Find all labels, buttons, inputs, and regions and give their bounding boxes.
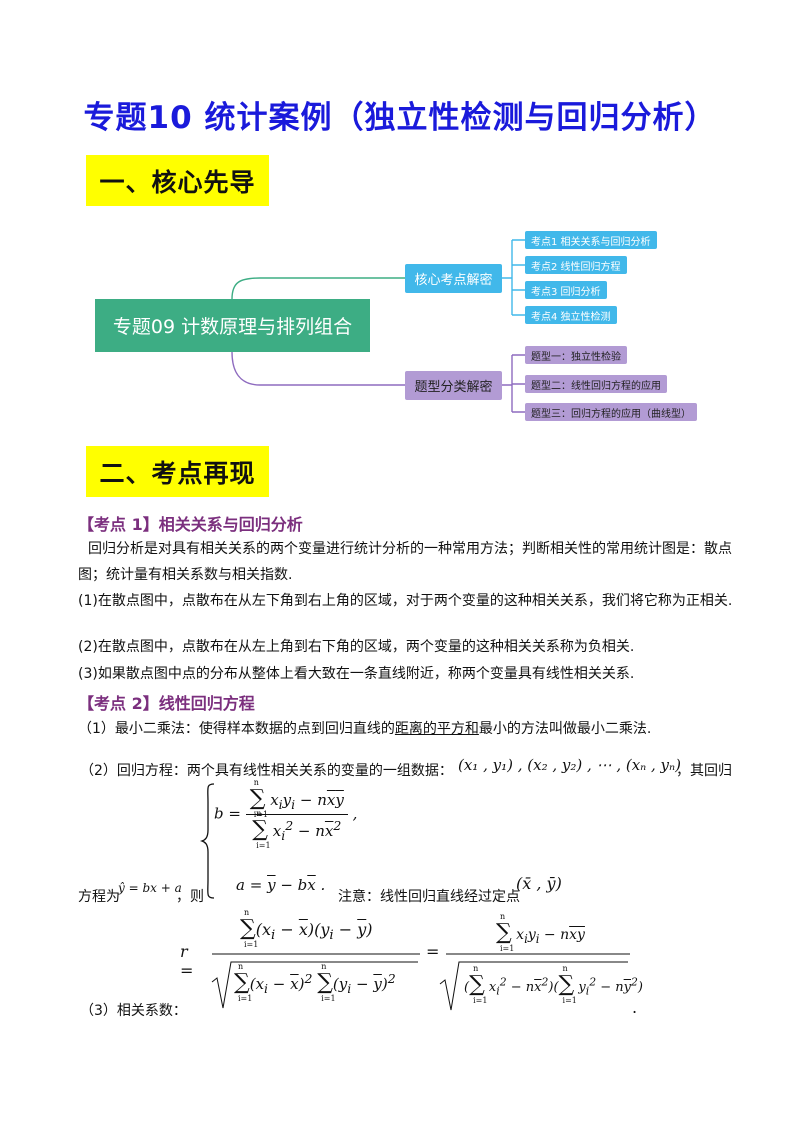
section-banner-core: 一、核心先导 (86, 155, 269, 206)
mindmap-leaf: 考点4 独立性检测 (525, 306, 617, 324)
correlation-fraction-lines (211, 953, 630, 1011)
intercept-formula: a = y − bx . (236, 876, 326, 894)
kp1-para-4: (3)如果散点图中点的分布从整体上看大致在一条直线附近，称两个变量具有线性相关关… (78, 666, 635, 682)
mindmap-leaf: 题型三：回归方程的应用（曲线型） (525, 403, 697, 421)
section-banner-recap: 二、考点再现 (86, 446, 269, 497)
mindmap-leaf: 题型一：独立性检验 (525, 346, 627, 364)
mindmap-leaf: 考点2 线性回归方程 (525, 256, 627, 274)
regression-equation: ŷ = bx + a (118, 881, 182, 895)
kp2-eq-label: 方程为 (78, 889, 120, 905)
kp2-para-3: （3）相关系数： (80, 1003, 187, 1019)
mindmap-leaf: 题型二：线性回归方程的应用 (525, 375, 667, 393)
kp2-para-2-intro: （2）回归方程：两个具有线性相关关系的变量的一组数据： (80, 763, 453, 779)
mindmap-leaf: 考点3 回归分析 (525, 281, 607, 299)
kp2-note: 注意：线性回归直线经过定点 (338, 889, 520, 905)
kp2-para-2-tail: ，其回归 (676, 763, 732, 779)
mindmap-branch-types: 题型分类解密 (405, 371, 502, 400)
kp2-para-1: （1）最小二乘法：使得样本数据的点到回归直线的距离的平方和最小的方法叫做最小二乘… (78, 721, 652, 737)
kp2-then: ，则 (176, 889, 204, 905)
kp1-para-3: (2)在散点图中，点散布在从左上角到右下角的区域，两个变量的这种相关关系称为负相… (78, 639, 635, 655)
kp1-para-1: 回归分析是对具有相关关系的两个变量进行统计分析的一种常用方法；判断相关性的常用统… (78, 541, 732, 583)
mindmap-leaf: 考点1 相关关系与回归分析 (525, 231, 657, 249)
page-title: 专题10 统计案例（独立性检测与回归分析） (83, 100, 717, 136)
brace-symbol (200, 783, 215, 899)
fixed-point-expression: (x̄ , ȳ) (516, 874, 562, 893)
data-points-expression: (x₁ , y₁) , (x₂ , y₂) , ⋯ , (xₙ , yₙ) (458, 756, 681, 774)
underlined-term: 距离的平方和 (394, 721, 479, 737)
kp2-heading: 【考点 2】线性回归方程 (78, 694, 255, 713)
mindmap-root: 专题09 计数原理与排列组合 (95, 299, 370, 352)
kp1-para-2: (1)在散点图中，点散布在从左下角到右上角的区域，对于两个变量的这种相关关系，我… (78, 593, 733, 609)
mindmap-branch-core: 核心考点解密 (405, 264, 502, 293)
kp1-heading: 【考点 1】相关关系与回归分析 (78, 515, 303, 534)
